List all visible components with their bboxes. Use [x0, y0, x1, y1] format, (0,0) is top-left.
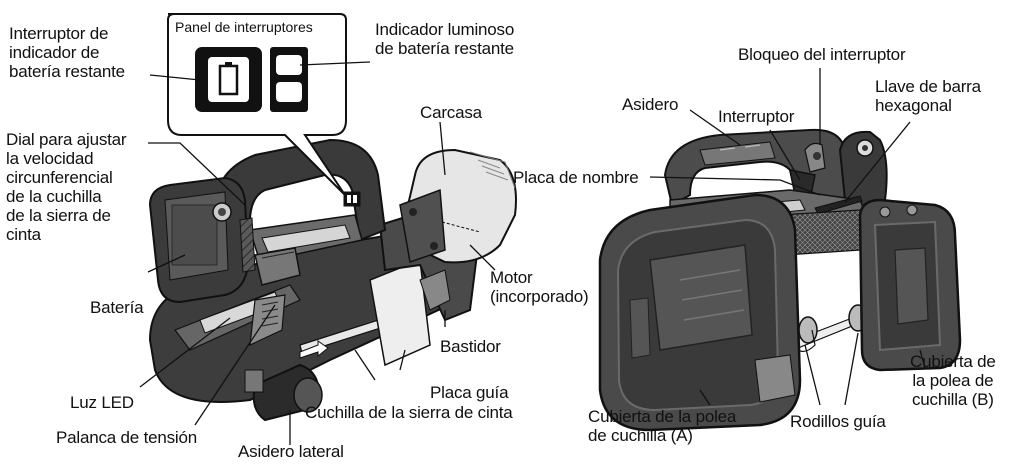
- label-housing: Carcasa: [420, 103, 482, 122]
- right-bandsaw: [598, 128, 962, 432]
- tension-lever: [249, 294, 286, 346]
- label-pulley-cover-b: Cubierta de la polea de cuchilla (B): [910, 352, 996, 409]
- label-pulley-cover-a: Cubierta de la polea de cuchilla (A): [588, 407, 737, 445]
- label-band-saw-blade: Cuchilla de la sierra de cinta: [305, 403, 513, 422]
- label-handle: Asidero: [622, 95, 679, 114]
- label-speed-dial: Dial para ajustar la velocidad circunfer…: [6, 130, 127, 244]
- hex-wrench: [814, 195, 863, 215]
- label-battery-check-switch: Interruptor de indicador de batería rest…: [9, 24, 125, 81]
- switch-panel-title: Panel de interruptores: [175, 19, 313, 35]
- label-tension-lever: Palanca de tensión: [56, 428, 198, 447]
- label-battery: Batería: [90, 298, 144, 317]
- switch-panel-mini: [343, 191, 361, 207]
- leader-lines: [139, 61, 926, 445]
- guide-plate: [369, 258, 431, 367]
- label-battery-indicator-lamp: Indicador luminoso de batería restante: [375, 20, 515, 58]
- switch-panel-callout: [167, 13, 347, 196]
- battery-check-icon: [218, 64, 239, 96]
- label-hex-wrench: Llave de barra hexagonal: [875, 77, 981, 115]
- label-trigger-switch: Interruptor: [718, 107, 795, 126]
- label-guide-plate: Placa guía: [430, 383, 509, 402]
- left-bandsaw: [148, 138, 517, 422]
- label-frame: Bastidor: [440, 337, 501, 356]
- label-led-light: Luz LED: [70, 393, 134, 412]
- label-guide-rollers: Rodillos guía: [790, 412, 886, 431]
- label-side-handle: Asidero lateral: [238, 442, 344, 461]
- label-motor: Motor (incorporado): [490, 268, 589, 306]
- main-arm: [213, 138, 387, 263]
- label-name-plate: Placa de nombre: [513, 168, 639, 187]
- label-switch-lock: Bloqueo del interruptor: [738, 45, 906, 64]
